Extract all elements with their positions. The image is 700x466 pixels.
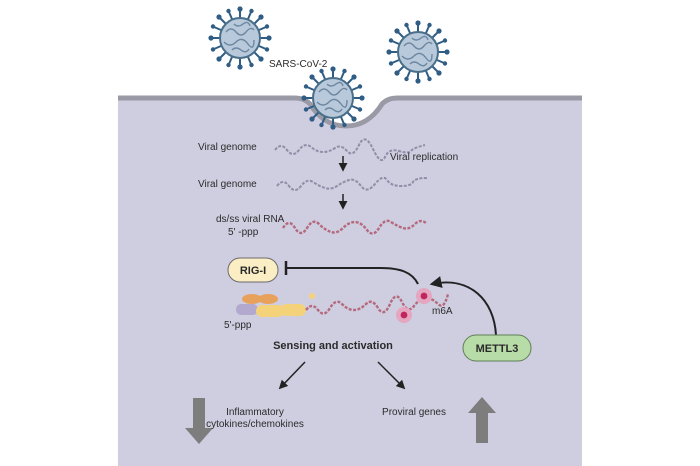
inflammatory-line2: cytokines/chemokines <box>206 419 304 430</box>
mettl3-label: METTL3 <box>476 343 519 355</box>
inflammatory-line1: Inflammatory <box>226 407 284 418</box>
mettl3-arrow <box>429 276 497 336</box>
mettl3-box <box>462 334 532 362</box>
viral-rna-strand <box>281 219 428 235</box>
down-arrow-icon <box>185 398 213 444</box>
rna-label-line1: ds/ss viral RNA <box>216 214 285 225</box>
virus-icon <box>300 65 366 131</box>
cell-cytoplasm <box>118 98 582 466</box>
arrow-to-inflammatory <box>278 361 306 390</box>
rig-i-box <box>227 257 279 283</box>
sensing-label: Sensing and activation <box>273 340 393 352</box>
viral-genome-strand-2 <box>276 176 428 191</box>
rig-i-protein-icon <box>236 293 315 317</box>
genome-label-1: Viral genome <box>198 142 257 153</box>
m6a-mark-icon <box>396 288 432 323</box>
up-arrow-icon <box>468 397 496 443</box>
ppp-label: 5'-ppp <box>224 320 252 331</box>
inhibition-arrow <box>286 267 419 285</box>
virus-icon <box>207 5 273 71</box>
virus-label: SARS-CoV-2 <box>269 59 328 70</box>
viral-genome-strand-1 <box>274 138 426 162</box>
proviral-label: Proviral genes <box>382 407 446 418</box>
arrow-to-proviral <box>377 361 406 390</box>
genome-label-2: Viral genome <box>198 179 257 190</box>
rig-i-label: RIG-I <box>240 265 266 277</box>
rna-label-line2: 5' -ppp <box>228 227 259 238</box>
m6a-label: m6A <box>432 306 453 317</box>
replication-label: Viral replication <box>390 152 458 163</box>
virus-icon <box>385 19 451 85</box>
